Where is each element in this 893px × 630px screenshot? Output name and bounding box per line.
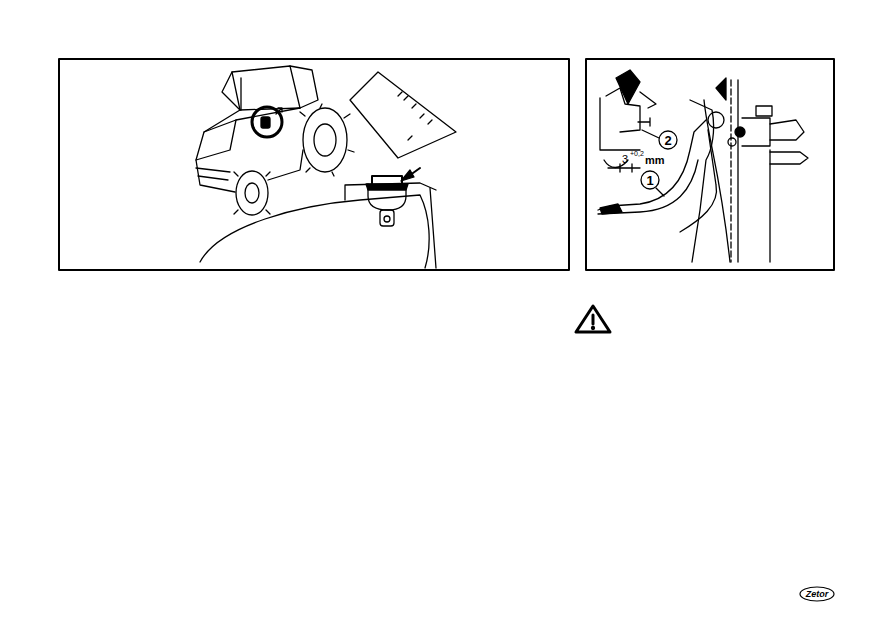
dimension-value: 3 bbox=[622, 154, 628, 165]
dimension-unit: mm bbox=[645, 155, 665, 166]
callout-number: 1 bbox=[646, 174, 653, 187]
callout-number: 2 bbox=[664, 134, 671, 147]
brand-logo: Zetor bbox=[806, 590, 829, 599]
dimension-tolerance: +0,2 bbox=[630, 150, 644, 157]
